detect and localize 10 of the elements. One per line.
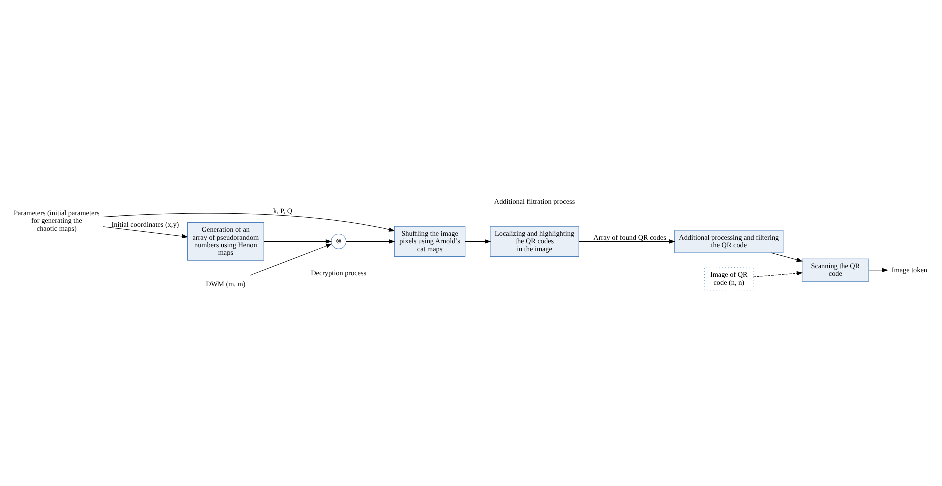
arrow [103, 212, 396, 232]
arrow [346, 239, 396, 244]
arrow [465, 239, 492, 244]
arrow [868, 268, 889, 272]
arrow [103, 226, 188, 238]
arrow [578, 239, 676, 244]
arrow [250, 243, 332, 276]
arrow [770, 252, 804, 262]
arrow [753, 270, 804, 277]
arrow [264, 239, 332, 244]
